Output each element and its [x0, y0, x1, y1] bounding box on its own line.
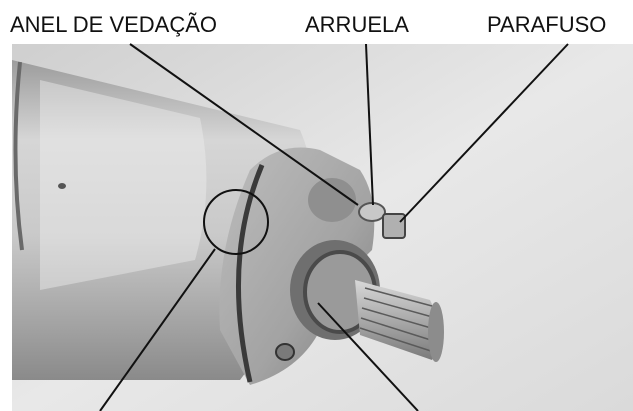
leader-washer: [365, 43, 374, 206]
seal-ring: [235, 164, 265, 383]
label-bolt: PARAFUSO: [487, 12, 606, 37]
bolt-boss: [308, 178, 356, 222]
shaft-tip: [428, 302, 444, 362]
shaft-splines: [359, 287, 439, 353]
label-washer: ARRUELA: [305, 12, 409, 37]
leader-shaft: [317, 302, 419, 411]
detail-circle: [203, 189, 269, 255]
leader-bolt: [399, 43, 569, 223]
washer-part: [358, 202, 386, 222]
leader-seal-ring: [129, 43, 359, 206]
leader-circle: [99, 248, 216, 411]
label-seal-ring: ANEL DE VEDAÇÃO: [10, 12, 217, 37]
body-end-ring: [13, 61, 24, 251]
lower-screw: [275, 343, 295, 361]
splined-shaft: [355, 280, 439, 360]
body-hole: [58, 183, 66, 189]
body-highlight: [40, 80, 207, 290]
bolt-part: [382, 213, 406, 239]
